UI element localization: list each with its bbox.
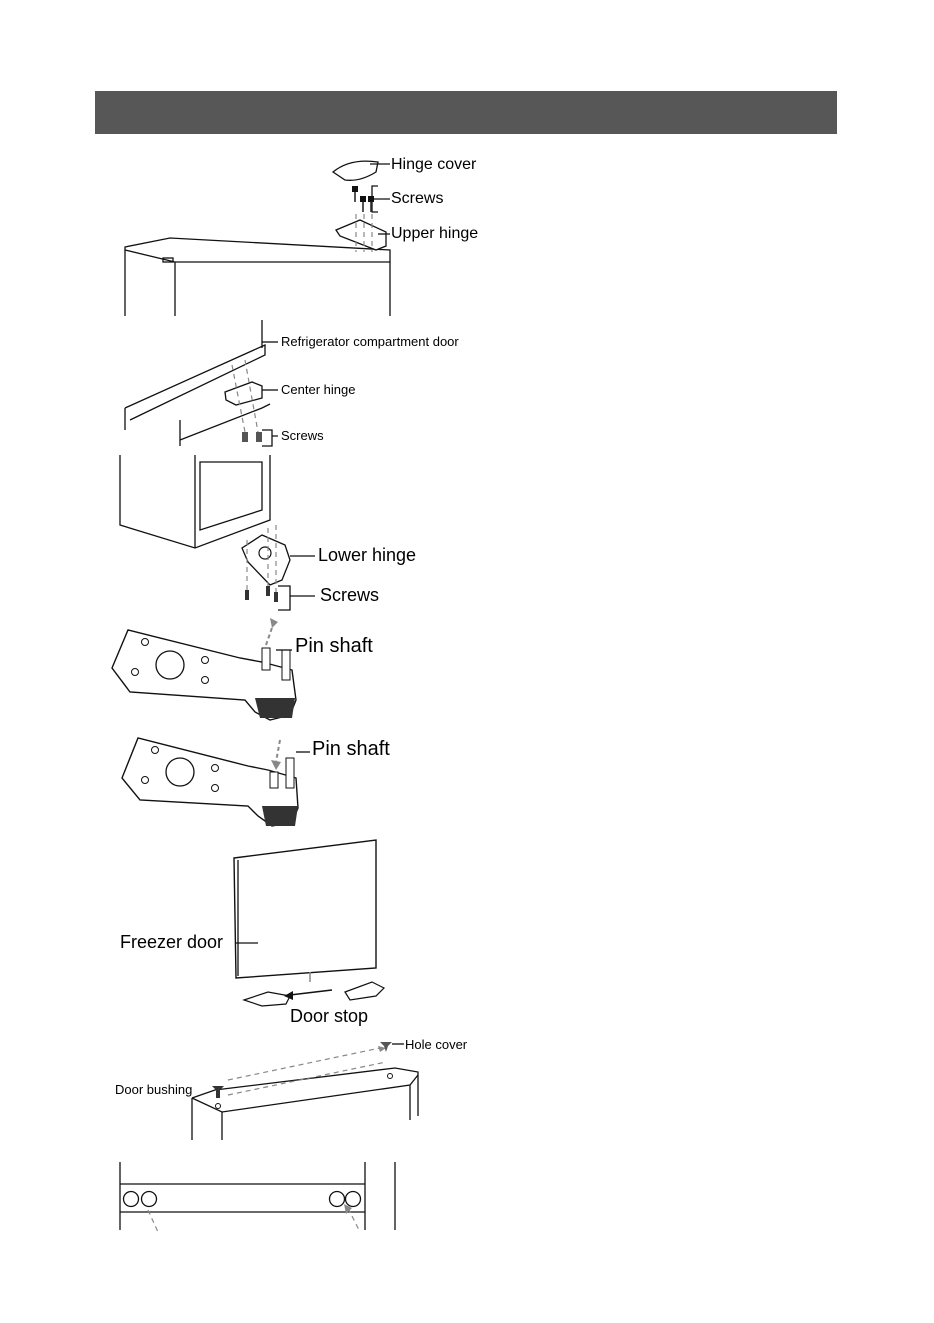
label-door-bushing: Door bushing [115,1082,192,1097]
center-screws-icon [242,432,262,442]
upper-hinge-icon [336,220,386,250]
label-screws-center: Screws [281,428,324,443]
label-screws-top: Screws [391,190,443,208]
screws-icon [352,186,374,212]
label-screws-lower: Screws [320,585,379,606]
lower-screws-icon [245,586,278,602]
figure-lower-hinge [120,455,315,610]
lower-hinge-icon [242,535,290,585]
label-hinge-cover: Hinge cover [391,156,476,174]
figure-pin-shaft-insert [122,738,310,826]
figure-door-bushing [192,1042,418,1140]
label-freezer-door: Freezer door [120,932,223,953]
label-pin-shaft-1: Pin shaft [295,635,373,658]
label-upper-hinge: Upper hinge [391,225,478,243]
door-bushing-icon [212,1086,224,1098]
figure-center-hinge [125,320,278,446]
label-center-hinge: Center hinge [281,382,355,397]
door-stop-icon [244,992,290,1006]
figure-pin-shaft-remove [112,618,296,720]
label-hole-cover: Hole cover [405,1037,467,1052]
figure-bottom-holes [120,1162,395,1232]
label-door-stop: Door stop [290,1006,368,1027]
center-hinge-icon [225,382,262,405]
label-lower-hinge: Lower hinge [318,545,416,566]
label-pin-shaft-2: Pin shaft [312,738,390,761]
figure-upper-hinge [125,161,390,316]
figure-freezer-door [234,840,384,1006]
label-fridge-door: Refrigerator compartment door [281,334,459,349]
